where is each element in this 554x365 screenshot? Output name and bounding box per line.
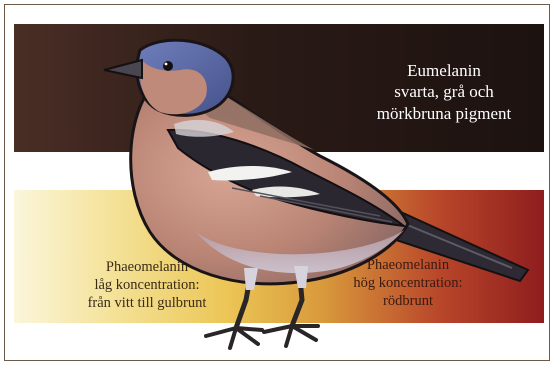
bird-left-thigh xyxy=(244,268,258,290)
bird-eye xyxy=(163,61,173,71)
bird-left-foot xyxy=(206,328,262,348)
bird-right-thigh xyxy=(294,266,308,288)
bird-beak xyxy=(104,60,142,78)
bird-right-foot xyxy=(264,326,318,346)
bird-eye-highlight xyxy=(165,63,168,66)
